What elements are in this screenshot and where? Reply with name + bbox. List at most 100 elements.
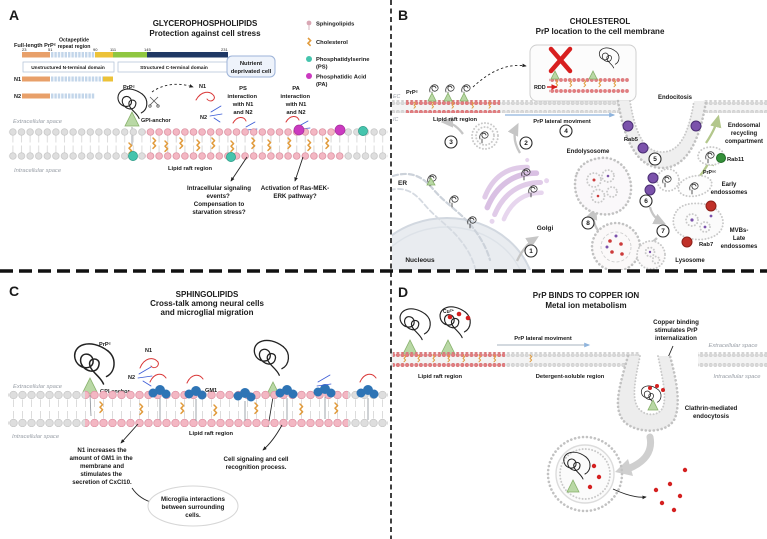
pa-head-1 xyxy=(293,124,305,136)
clathrin-pit xyxy=(616,354,680,432)
mvb-late-endosome xyxy=(673,203,724,240)
full-length-bar xyxy=(22,52,228,58)
pa-site-red-squiggle xyxy=(285,116,300,123)
step-6-badge: 6 xyxy=(639,194,653,208)
svg-text:111: 111 xyxy=(110,47,117,52)
step-2-badge: 2 xyxy=(519,136,533,150)
n1-fragment-a xyxy=(195,91,215,102)
rab5-protein-3 xyxy=(637,142,649,154)
extracellular-label-a: Extracellular space xyxy=(13,119,63,125)
structured-label: Structured C-terminal domain xyxy=(140,65,208,71)
er-label: ER xyxy=(398,180,407,187)
lysosome xyxy=(590,221,666,270)
arrow-to-n1-text xyxy=(120,423,139,444)
lipid-raft-label-a: Lipid raft region xyxy=(168,166,213,172)
extracellular-label-d: Extracellular space xyxy=(709,343,759,349)
intracellular-label-d: Intracellular space xyxy=(713,374,761,380)
n2-on-gm1 xyxy=(316,374,332,387)
lateral-label-b: PrP lateral moviment xyxy=(533,119,591,125)
ps-icon xyxy=(306,56,312,62)
endoplasmic-reticulum xyxy=(392,172,492,269)
pa-head-2 xyxy=(334,124,346,136)
sphingolipid-icon xyxy=(306,20,312,26)
lysosome-label: Lysosome xyxy=(675,258,705,264)
svg-text:231: 231 xyxy=(221,47,228,52)
intracellular-label-a: Intracellular space xyxy=(14,168,62,174)
lipid-raft-label-b: Lipid raft region xyxy=(433,117,478,123)
gpi-anchor-label-a: GPI-anchor xyxy=(141,118,172,124)
ps-head-1 xyxy=(358,126,368,136)
rab5-protein-4 xyxy=(647,172,659,184)
n2-fragment-c xyxy=(137,366,153,387)
released-copper-ions xyxy=(653,467,688,513)
rab5-protein-2 xyxy=(690,120,702,132)
svg-text:51: 51 xyxy=(48,47,53,52)
panel-b: Golgi ER Nucleous EC IC PrPc Lipid raft … xyxy=(392,44,767,270)
arrow-to-q1 xyxy=(230,156,248,182)
panel-d-label: D xyxy=(398,284,408,300)
panel-a-label: A xyxy=(9,7,19,23)
lateral-label-d: PrP lateral moviment xyxy=(514,336,572,342)
n2-fragment-a xyxy=(209,105,223,123)
svg-text:4: 4 xyxy=(564,128,568,135)
arrow-step1 xyxy=(515,236,539,262)
unstructured-label: Unstructured N-terminal domain xyxy=(31,65,105,71)
endolysosome xyxy=(573,156,633,216)
prpsc-label: PrPsc xyxy=(703,170,716,177)
step-3-badge: 3 xyxy=(444,135,458,149)
prp-in-pit xyxy=(640,384,665,411)
rab7-protein-2 xyxy=(681,236,693,248)
svg-text:3: 3 xyxy=(449,139,453,146)
rab7-label: Rab7 xyxy=(699,242,713,248)
ps-head-2 xyxy=(128,151,138,161)
early-endosome xyxy=(678,175,712,197)
n2-bar xyxy=(22,93,95,99)
arrow-to-q2 xyxy=(294,156,304,182)
membrane-c xyxy=(8,373,388,427)
raft-disruption-inset: RDD xyxy=(529,44,637,102)
cleavage-scissors-icon xyxy=(148,96,160,108)
ec-label: EC xyxy=(393,94,400,100)
rab5-protein-5 xyxy=(644,184,656,196)
copper-ion-label: Cu2+ xyxy=(443,309,455,316)
golgi-apparatus xyxy=(482,158,550,224)
step-4-badge: 4 xyxy=(559,124,573,138)
svg-text:145: 145 xyxy=(144,47,151,52)
gpi-mini-er xyxy=(426,177,436,186)
endolysosome-label: Endolysosome xyxy=(567,149,610,155)
gpi-anchor-triangle-a xyxy=(124,111,140,127)
svg-text:1: 1 xyxy=(529,248,533,255)
rab5-protein-1 xyxy=(622,120,634,132)
golgi-label: Golgi xyxy=(537,225,554,232)
lipid-legend: Sphingolipids Cholesterol Phosphatidylse… xyxy=(306,20,370,88)
prp-molecule-d1 xyxy=(399,308,431,355)
svg-text:6: 6 xyxy=(644,198,648,205)
rab5-label: Rab5 xyxy=(624,137,639,143)
nucleus-label: Nucleous xyxy=(405,257,435,264)
arrow-step3 xyxy=(440,116,464,135)
svg-text:7: 7 xyxy=(661,228,665,235)
endocytosed-vesicle xyxy=(657,169,679,191)
svg-text:8: 8 xyxy=(586,220,590,227)
ps-head-3 xyxy=(226,152,236,162)
prpc-label-b: PrPc xyxy=(406,89,419,97)
arrow-to-signaling-text xyxy=(262,424,283,451)
arrow-copper-release xyxy=(612,488,647,500)
extracellular-label-c: Extracellular space xyxy=(13,384,63,390)
